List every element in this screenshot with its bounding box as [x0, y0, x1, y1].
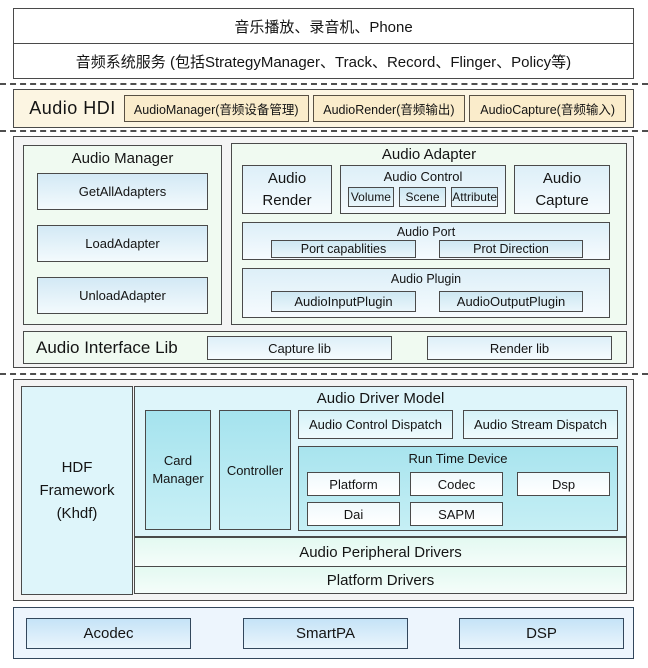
audio-control-dispatch-box: Audio Control Dispatch — [298, 410, 453, 439]
hdi-boxes: AudioManager(音频设备管理) AudioRender(音频输出) A… — [124, 95, 626, 122]
port-capabilities-box: Port capablities — [271, 240, 416, 258]
audio-capture-box: Audio Capture — [514, 165, 610, 214]
run-time-device-title: Run Time Device — [408, 451, 508, 466]
dashed-separator-3 — [0, 373, 648, 375]
audio-adapter-title: Audio Adapter — [381, 146, 477, 163]
audio-driver-model-title: Audio Driver Model — [316, 390, 445, 407]
hdf-framework-section: HDF Framework (Khdf) Audio Driver Model … — [13, 379, 634, 601]
acodec-box: Acodec — [26, 618, 191, 649]
hdf-framework-label: HDF Framework (Khdf) — [21, 386, 133, 595]
audio-hdi-layer: Audio HDI AudioManager(音频设备管理) AudioRend… — [13, 89, 634, 128]
dashed-separator-1 — [0, 83, 648, 85]
get-all-adapters-box: GetAllAdapters — [37, 173, 208, 210]
audio-stream-dispatch-box: Audio Stream Dispatch — [463, 410, 618, 439]
audio-adapter-group: Audio Adapter Audio Render Audio Control… — [231, 143, 627, 325]
audio-peripheral-drivers-row: Audio Peripheral Drivers — [134, 537, 627, 567]
audio-plugin-group: Audio Plugin AudioInputPlugin AudioOutpu… — [242, 268, 610, 318]
audio-framework-section: Audio Manager GetAllAdapters LoadAdapter… — [13, 136, 634, 368]
audio-control-items: Volume Scene Attribute — [341, 187, 505, 207]
capture-lib-box: Capture lib — [207, 336, 392, 360]
audio-manager-title: Audio Manager — [71, 150, 174, 167]
hardware-section: Acodec SmartPA DSP — [13, 607, 634, 659]
apps-label: 音乐播放、录音机、Phone — [14, 9, 633, 44]
audio-capture-hdi-box: AudioCapture(音频输入) — [469, 95, 626, 122]
audio-manager-group: Audio Manager GetAllAdapters LoadAdapter… — [23, 145, 222, 325]
render-lib-box: Render lib — [427, 336, 612, 360]
sapm-box: SAPM — [410, 502, 503, 526]
scene-box: Scene — [398, 187, 447, 207]
audio-port-title: Audio Port — [396, 225, 456, 239]
application-layer: 音乐播放、录音机、Phone 音频系统服务 (包括StrategyManager… — [13, 8, 634, 79]
audio-manager-hdi-box: AudioManager(音频设备管理) — [124, 95, 309, 122]
audio-driver-model-group: Audio Driver Model Card Manager Controll… — [134, 386, 627, 537]
dashed-separator-2 — [0, 130, 648, 132]
dsp-box: Dsp — [517, 472, 610, 496]
audio-interface-lib-label: Audio Interface Lib — [36, 337, 178, 357]
platform-box: Platform — [307, 472, 400, 496]
attribute-box: Attribute — [451, 187, 498, 207]
audio-control-title: Audio Control — [383, 169, 463, 184]
audio-control-group: Audio Control Volume Scene Attribute — [340, 165, 506, 214]
volume-box: Volume — [348, 187, 394, 207]
audio-system-services-label: 音频系统服务 (包括StrategyManager、Track、Record、F… — [75, 53, 572, 71]
codec-box: Codec — [410, 472, 503, 496]
dai-box: Dai — [307, 502, 400, 526]
load-adapter-box: LoadAdapter — [37, 225, 208, 262]
unload-adapter-box: UnloadAdapter — [37, 277, 208, 314]
card-manager-box: Card Manager — [145, 410, 211, 530]
dsp-hardware-box: DSP — [459, 618, 624, 649]
audio-interface-lib-row: Audio Interface Lib Capture lib Render l… — [23, 331, 627, 364]
audio-input-plugin-box: AudioInputPlugin — [271, 291, 416, 312]
platform-drivers-row: Platform Drivers — [134, 566, 627, 594]
run-time-device-group: Run Time Device Platform Codec Dsp Dai S… — [298, 446, 618, 531]
audio-render-hdi-box: AudioRender(音频输出) — [312, 95, 466, 122]
audio-render-box: Audio Render — [242, 165, 332, 214]
audio-plugin-title: Audio Plugin — [390, 272, 462, 286]
audio-hdi-label: Audio HDI — [29, 98, 116, 118]
controller-box: Controller — [219, 410, 291, 530]
audio-output-plugin-box: AudioOutputPlugin — [439, 291, 583, 312]
smartpa-box: SmartPA — [243, 618, 408, 649]
port-direction-box: Prot Direction — [439, 240, 583, 258]
audio-port-group: Audio Port Port capablities Prot Directi… — [242, 222, 610, 260]
